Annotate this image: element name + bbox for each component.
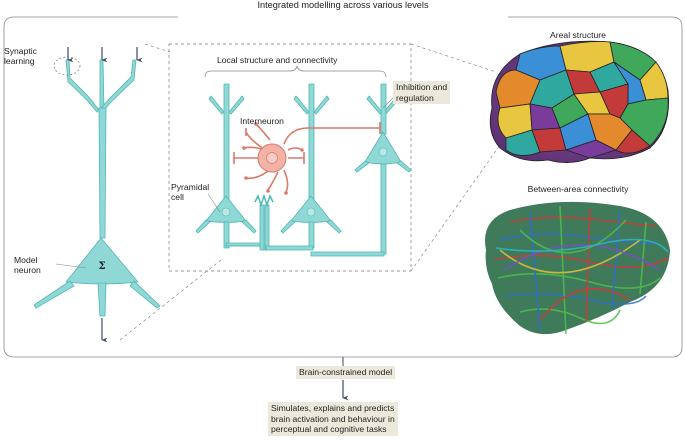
model-neuron bbox=[33, 59, 161, 317]
outcome-label: Simulates, explains and predicts brain a… bbox=[268, 402, 398, 436]
interneuron-label: Interneuron bbox=[240, 116, 284, 126]
brain-model-label: Brain-constrained model bbox=[296, 366, 396, 379]
synaptic-learning-circle bbox=[53, 56, 81, 76]
input-arrows bbox=[67, 47, 143, 343]
model-neuron-label: Model neuron bbox=[14, 255, 41, 275]
between-area-label: Between-area connectivity bbox=[527, 184, 629, 194]
local-structure-label: Local structure and connectivity bbox=[217, 55, 338, 65]
pyramidal-neurons bbox=[195, 83, 412, 257]
interneuron bbox=[233, 122, 381, 193]
model-neuron-sigma: Σ bbox=[98, 261, 106, 272]
diagram-title: Integrated modelling across various leve… bbox=[257, 0, 429, 10]
local-structure-bracket bbox=[204, 65, 387, 78]
tractography-brain bbox=[485, 201, 670, 335]
local-structure-box bbox=[168, 43, 412, 272]
areal-structure-brain bbox=[489, 40, 669, 163]
zoom-lines bbox=[119, 43, 506, 341]
inhibition-label: Inhibition and regulation bbox=[393, 81, 451, 104]
pyramidal-cell-label: Pyramidal cell bbox=[171, 182, 210, 202]
synapse-zigzag bbox=[254, 193, 274, 208]
synaptic-learning-label: Synaptic learning bbox=[4, 46, 37, 66]
areal-structure-label: Areal structure bbox=[550, 30, 606, 40]
